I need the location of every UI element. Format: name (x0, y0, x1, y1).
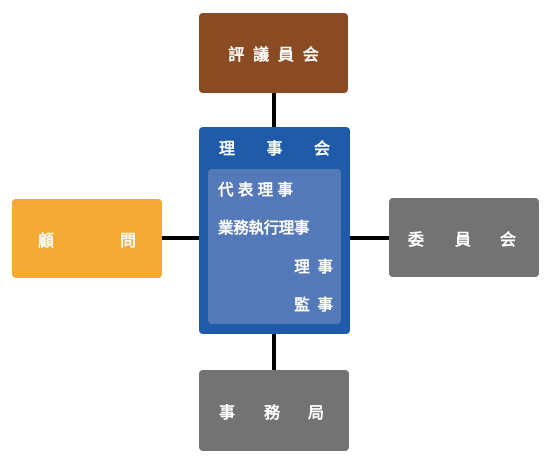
board-members-panel: 代表理事 業務執行理事 理事 監事 (208, 169, 341, 324)
secretariat-label-char: 局 (308, 402, 325, 422)
board-member-row: 監事 (218, 292, 333, 316)
secretariat-label-char: 務 (264, 402, 281, 422)
connector-council-board (272, 93, 276, 127)
advisor-label-char: 問 (120, 230, 137, 250)
council-node: 評議員会 (199, 13, 348, 93)
council-label: 評議員会 (228, 45, 328, 64)
board-member-label: 理事 (294, 258, 341, 276)
secretariat-node: 事 務 局 (199, 370, 349, 451)
committee-label-char: 会 (500, 229, 517, 249)
connector-board-committee (350, 236, 389, 240)
connector-board-secretariat (272, 334, 276, 370)
board-title-char: 事 (266, 139, 283, 158)
committee-node: 委 員 会 (389, 198, 539, 277)
board-member-row: 理事 (218, 254, 333, 278)
advisor-label-char: 顧 (38, 230, 55, 250)
board-title-char: 理 (219, 139, 236, 158)
board-member-row: 代表理事 (218, 177, 333, 201)
advisor-node: 顧 問 (12, 199, 162, 278)
board-node: 理 事 会 代表理事 業務執行理事 理事 監事 (199, 127, 350, 334)
board-title: 理 事 会 (199, 127, 350, 167)
connector-advisor-board (162, 236, 199, 240)
committee-label-char: 員 (455, 229, 472, 249)
secretariat-label-char: 事 (219, 402, 236, 422)
board-member-label: 業務執行理事 (218, 219, 310, 237)
committee-label-char: 委 (408, 229, 425, 249)
board-member-label: 代表理事 (218, 181, 298, 199)
board-member-label: 監事 (294, 296, 341, 314)
board-title-char: 会 (313, 139, 330, 158)
board-member-row: 業務執行理事 (218, 215, 333, 239)
